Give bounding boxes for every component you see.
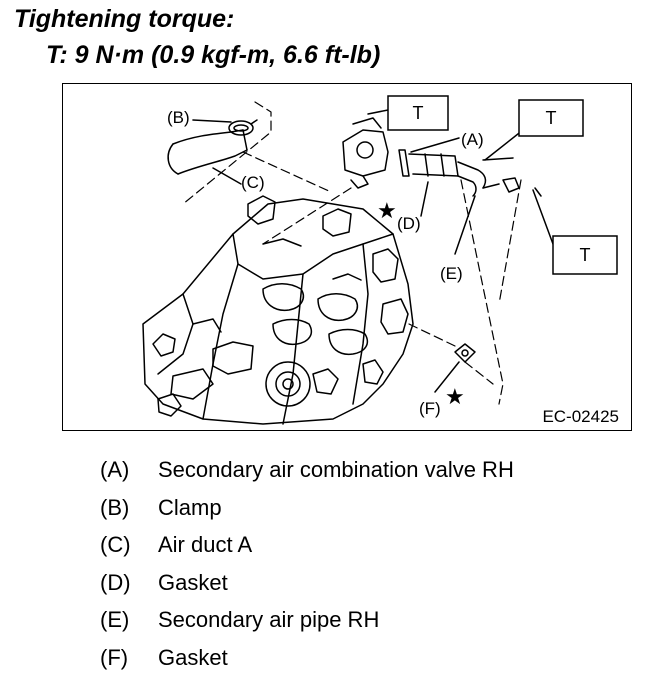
torque-spec: T: 9 N·m (0.9 kgf-m, 6.6 ft-lb) (46, 41, 381, 69)
legend-key: (F) (100, 644, 129, 670)
callout-f: (F) (419, 399, 441, 418)
legend-key: (B) (100, 494, 130, 520)
callout-b: (B) (167, 108, 190, 127)
legend-item: (E) Secondary air pipe RH (100, 605, 514, 643)
air-duct-drawing (167, 129, 248, 175)
valve-drawing (342, 117, 389, 189)
callout-e: (E) (440, 264, 463, 283)
legend-item: (A) Secondary air combination valve RH (100, 455, 514, 493)
torque-box-2: T (518, 99, 584, 137)
legend-text: Gasket (158, 569, 228, 595)
legend-key: (D) (100, 569, 131, 595)
legend-text: Secondary air combination valve RH (158, 457, 514, 482)
legend-key: (A) (100, 457, 130, 482)
gasket-f-drawing (454, 343, 476, 363)
legend-item: (F) Gasket (100, 643, 514, 681)
callout-d: (D) (397, 214, 421, 233)
torque-heading: Tightening torque: (14, 5, 235, 33)
torque-box-3: T (552, 235, 618, 275)
torque-box-3-label: T (580, 245, 591, 265)
exploded-view-figure: T T T (B) (C) (A) (D) (E) (F) ★ ★ EC-024… (62, 83, 632, 431)
legend-text: Air duct A (158, 532, 253, 557)
engine-block-drawing (142, 195, 414, 425)
legend-key: (E) (100, 607, 130, 632)
figure-code: EC-02425 (542, 407, 619, 426)
clamp-drawing (228, 119, 258, 136)
star-icon: ★ (445, 385, 465, 410)
callout-a: (A) (461, 130, 484, 149)
parts-legend: (A) Secondary air combination valve RH (B… (100, 455, 514, 680)
gasket-d-drawing (398, 149, 459, 177)
legend-text: Gasket (158, 644, 228, 670)
guide-lines (182, 101, 522, 405)
engine-illustration: T T T (B) (C) (A) (D) (E) (F) ★ ★ EC-024… (142, 95, 619, 426)
legend-item: (B) Clamp (100, 493, 514, 531)
air-pipe-drawing (457, 161, 520, 197)
torque-box-1: T (387, 95, 449, 131)
torque-box-1-label: T (413, 103, 424, 123)
legend-item: (D) Gasket (100, 568, 514, 606)
legend-item: (C) Air duct A (100, 530, 514, 568)
callout-c: (C) (241, 173, 265, 192)
legend-text: Clamp (158, 494, 222, 520)
torque-box-2-label: T (546, 108, 557, 128)
star-icon: ★ (377, 199, 397, 224)
legend-key: (C) (100, 532, 131, 557)
legend-text: Secondary air pipe RH (158, 607, 380, 632)
